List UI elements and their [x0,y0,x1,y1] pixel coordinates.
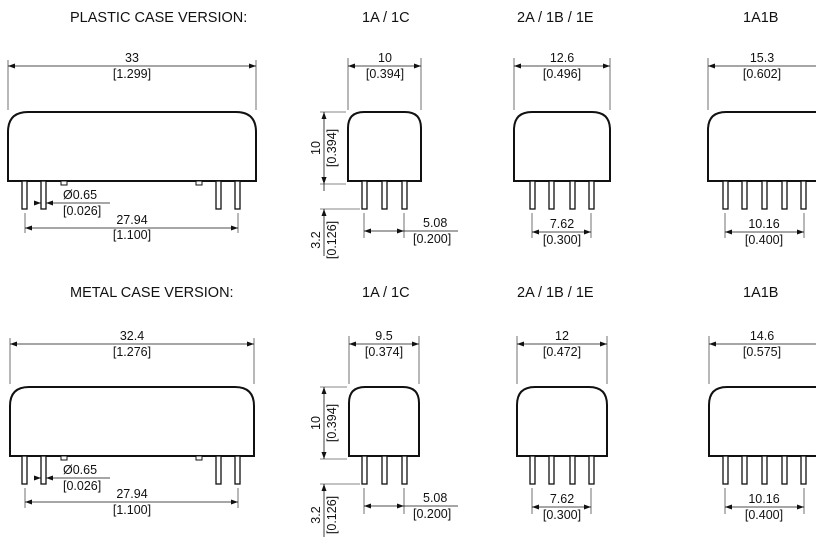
plastic-1a1c-height: 10 [309,141,323,155]
metal-case-header: METAL CASE VERSION: [70,285,234,301]
plastic-1a1b-pin-spacing-inch: [0.400] [745,233,783,247]
metal-2a1b1e-pin-spacing-inch: [0.300] [543,508,581,522]
plastic-2a1b1e-width: 12.6 [550,51,574,65]
plastic-length: 33 [125,51,139,65]
metal-2a1b1e-width: 12 [555,329,569,343]
plastic-1a1c-height-inch: [0.394] [325,129,339,167]
plastic-case-section: PLASTIC CASE VERSION: 1A / 1C 2A / 1B / … [7,10,816,259]
plastic-1a1c-width: 10 [378,51,392,65]
plastic-pitch: 27.94 [116,213,147,227]
metal-1a1b-end-view: 14.6 [0.575] 10.16 [0.400] [708,329,816,522]
metal-2a1b1e-width-inch: [0.472] [543,345,581,359]
plastic-2a1b1e-header: 2A / 1B / 1E [517,10,594,26]
metal-1a1b-width-inch: [0.575] [743,345,781,359]
metal-pin-diameter: Ø0.65 [63,463,97,477]
metal-2a1b1e-end-view: 12 [0.472] 7.62 [0.300] [516,329,608,522]
plastic-length-inch: [1.299] [113,67,151,81]
plastic-2a1b1e-pin-spacing: 7.62 [550,217,574,231]
plastic-2a1b1e-width-inch: [0.496] [543,67,581,81]
metal-pitch-inch: [1.100] [113,503,151,517]
plastic-1a1c-header: 1A / 1C [362,10,410,26]
plastic-case-header: PLASTIC CASE VERSION: [70,10,247,26]
metal-pin-diameter-inch: [0.026] [63,479,101,493]
metal-pitch: 27.94 [116,487,147,501]
metal-2a1b1e-pin-spacing: 7.62 [550,492,574,506]
plastic-1a1c-width-inch: [0.394] [366,67,404,81]
plastic-side-view: 33 [1.299] Ø0.65 [0.026] 27.94 [1.100] [7,51,257,242]
metal-1a1c-header: 1A / 1C [362,285,410,301]
plastic-pitch-inch: [1.100] [113,228,151,242]
plastic-1a1c-end-view: 10 [0.394] 10 [0.394] 3.2 [0.126] 5.08 [… [309,51,458,259]
plastic-1a1c-pin-spacing: 5.08 [423,216,447,230]
metal-1a1c-width-inch: [0.374] [365,345,403,359]
metal-length-inch: [1.276] [113,345,151,359]
plastic-1a1b-pin-spacing: 10.16 [748,217,779,231]
metal-side-view: 32.4 [1.276] Ø0.65 [0.026] 27.94 [1.100] [9,329,255,517]
metal-1a1c-pin-spacing-inch: [0.200] [413,507,451,521]
metal-case-section: METAL CASE VERSION: 1A / 1C 2A / 1B / 1E… [9,285,816,537]
plastic-1a1b-end-view: 15.3 [0.602] 10.16 [0.400] [707,51,816,247]
plastic-1a1c-pin-spacing-inch: [0.200] [413,232,451,246]
metal-1a1b-pin-spacing: 10.16 [748,492,779,506]
plastic-1a1b-width-inch: [0.602] [743,67,781,81]
metal-1a1c-height-inch: [0.394] [325,404,339,442]
metal-pin-length: 3.2 [309,506,323,523]
plastic-2a1b1e-pin-spacing-inch: [0.300] [543,233,581,247]
plastic-pin-length: 3.2 [309,231,323,248]
metal-1a1c-width: 9.5 [375,329,392,343]
metal-1a1b-pin-spacing-inch: [0.400] [745,508,783,522]
plastic-2a1b1e-end-view: 12.6 [0.496] 7.62 [0.300] [513,51,611,247]
plastic-pin-length-inch: [0.126] [325,221,339,259]
metal-2a1b1e-header: 2A / 1B / 1E [517,285,594,301]
plastic-1a1b-header: 1A1B [743,10,778,26]
metal-1a1c-pin-spacing: 5.08 [423,491,447,505]
metal-pin-length-inch: [0.126] [325,496,339,534]
metal-1a1b-width: 14.6 [750,329,774,343]
metal-length: 32.4 [120,329,144,343]
metal-1a1c-end-view: 9.5 [0.374] 10 [0.394] 3.2 [0.126] 5.08 … [309,329,458,537]
metal-1a1b-header: 1A1B [743,285,778,301]
plastic-pin-diameter: Ø0.65 [63,188,97,202]
metal-1a1c-height: 10 [309,416,323,430]
plastic-1a1b-width: 15.3 [750,51,774,65]
plastic-pin-diameter-inch: [0.026] [63,204,101,218]
